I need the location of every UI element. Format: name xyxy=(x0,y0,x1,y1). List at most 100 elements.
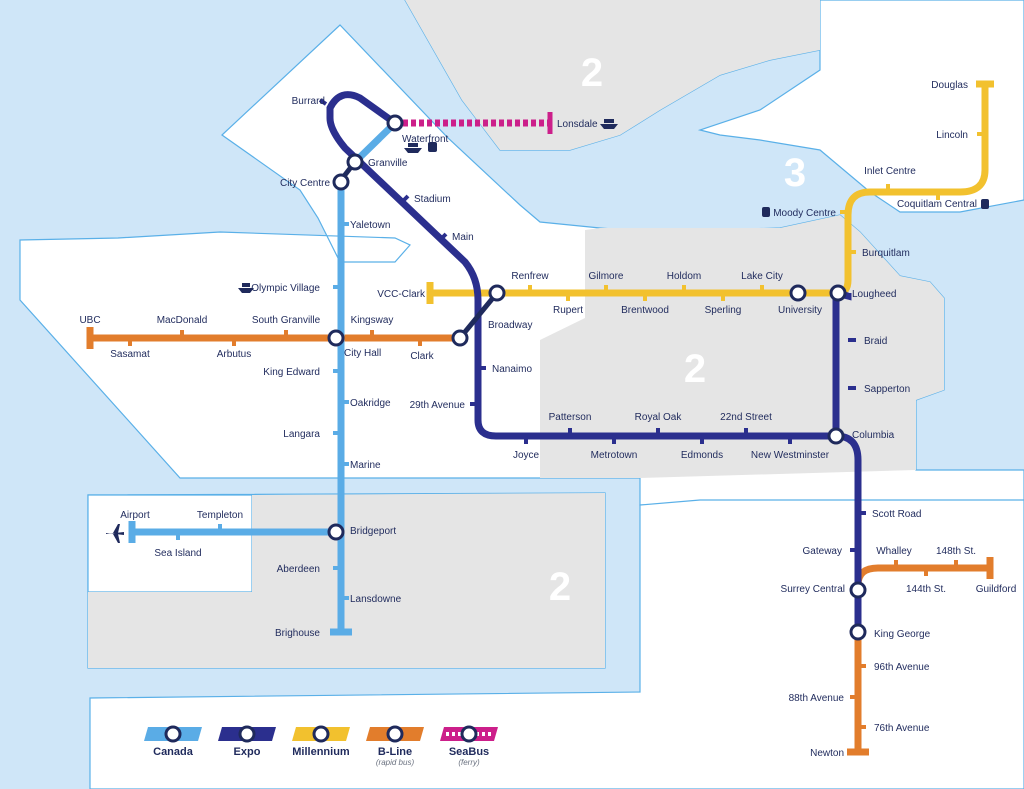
station-label: New Westminster xyxy=(751,450,830,461)
station-label: MacDonald xyxy=(157,315,208,326)
station-waterfront-marker[interactable] xyxy=(386,114,404,132)
station-university-marker[interactable] xyxy=(789,284,807,302)
station-label: Granville xyxy=(368,158,408,169)
station-label: Moody Centre xyxy=(773,208,836,219)
station-label: UBC xyxy=(79,315,100,326)
station-label: Guildford xyxy=(976,584,1017,595)
station-label: Newton xyxy=(810,748,844,759)
station-bridgeport-marker[interactable] xyxy=(327,523,345,541)
station-label: University xyxy=(778,305,822,316)
station-label: Douglas xyxy=(931,80,968,91)
zone-number: 2 xyxy=(581,51,603,95)
legend-label: Canada xyxy=(153,746,194,758)
station-label: 76th Avenue xyxy=(874,723,930,734)
station-label: 22nd Street xyxy=(720,412,772,423)
station-label: Yaletown xyxy=(350,220,390,231)
station-label: Oakridge xyxy=(350,398,391,409)
station-label: 29th Avenue xyxy=(410,400,466,411)
station-surrey-central-marker[interactable] xyxy=(849,581,867,599)
station-label: Marine xyxy=(350,460,381,471)
station-label: Burrard xyxy=(292,96,325,107)
bus-icon xyxy=(428,142,437,152)
legend-label: B-Line xyxy=(378,746,412,758)
station-label: VCC-Clark xyxy=(377,289,426,300)
airplane-icon xyxy=(106,524,124,543)
legend-label: Millennium xyxy=(292,746,350,758)
station-ticks xyxy=(128,98,985,729)
station-label: Scott Road xyxy=(872,509,921,520)
station-label: City Centre xyxy=(280,178,330,189)
station-label: Columbia xyxy=(852,430,895,441)
station-label: Sapperton xyxy=(864,384,910,395)
station-label: Nanaimo xyxy=(492,364,532,375)
station-broadway-marker[interactable] xyxy=(451,329,469,347)
station-label: Lake City xyxy=(741,271,783,282)
station-label: Renfrew xyxy=(511,271,549,282)
station-label: Templeton xyxy=(197,510,243,521)
station-label: Langara xyxy=(283,429,320,440)
station-label: Rupert xyxy=(553,305,583,316)
canada-line xyxy=(128,120,398,636)
station-label: Gateway xyxy=(803,546,842,557)
legend-item-seabus: SeaBus (ferry) xyxy=(440,725,498,767)
station-label: Patterson xyxy=(549,412,592,423)
legend-item-b-line: B-Line (rapid bus) xyxy=(366,725,424,767)
zone-number: 2 xyxy=(684,347,706,391)
station-label: Inlet Centre xyxy=(864,166,916,177)
ferry-icon xyxy=(238,283,254,293)
station-lougheed-marker[interactable] xyxy=(829,284,847,302)
station-king-george-marker[interactable] xyxy=(849,623,867,641)
station-label: Sasamat xyxy=(110,349,150,360)
station-label: Broadway xyxy=(488,320,532,331)
ferry-icon xyxy=(600,119,618,129)
station-label: Brighouse xyxy=(275,628,320,639)
station-label: Edmonds xyxy=(681,450,723,461)
station-columbia-marker[interactable] xyxy=(827,427,845,445)
b-line-ubc xyxy=(86,327,460,349)
station-label: Airport xyxy=(120,510,150,521)
station-city-centre-marker[interactable] xyxy=(332,173,350,191)
station-label: Holdom xyxy=(667,271,701,282)
station-label: King Edward xyxy=(263,367,320,378)
station-label: South Granville xyxy=(252,315,321,326)
station-label: Joyce xyxy=(513,450,540,461)
interchange-stations xyxy=(327,114,867,641)
station-label: Lougheed xyxy=(852,289,897,300)
station-label: Arbutus xyxy=(217,349,251,360)
station-label: Waterfront xyxy=(402,134,449,145)
station-label: Coquitlam Central xyxy=(897,199,977,210)
legend-label: SeaBus xyxy=(449,746,489,758)
station-granville-marker[interactable] xyxy=(346,153,364,171)
station-label: 148th St. xyxy=(936,546,976,557)
station-label: Gilmore xyxy=(588,271,623,282)
station-label: Sperling xyxy=(705,305,742,316)
zone-number: 2 xyxy=(549,565,571,609)
bus-icon xyxy=(981,199,989,209)
station-label: 144th St. xyxy=(906,584,946,595)
station-city-hall-marker[interactable] xyxy=(327,329,345,347)
legend-item-canada: Canada xyxy=(144,725,202,758)
station-label: Surrey Central xyxy=(781,584,845,595)
station-commercial-marker[interactable] xyxy=(488,284,506,302)
station-label: King George xyxy=(874,629,931,640)
ferry-icon xyxy=(404,143,422,153)
bus-icon xyxy=(762,207,770,217)
station-label: Brentwood xyxy=(621,305,669,316)
station-label: Lincoln xyxy=(936,130,968,141)
station-label: Stadium xyxy=(414,194,451,205)
station-label: 96th Avenue xyxy=(874,662,930,673)
station-label: Burquitlam xyxy=(862,248,910,259)
station-label: Clark xyxy=(410,351,434,362)
station-label: Main xyxy=(452,232,474,243)
legend-sublabel: (rapid bus) xyxy=(376,758,415,767)
legend-sublabel: (ferry) xyxy=(458,758,480,767)
legend-label: Expo xyxy=(234,746,261,758)
station-labels: Waterfront Burrard Granville City Centre… xyxy=(79,80,1016,759)
zone-number: 3 xyxy=(784,151,806,195)
station-label: Whalley xyxy=(876,546,912,557)
station-label: City Hall xyxy=(344,348,381,359)
zone-number: 3 xyxy=(744,617,766,661)
station-label: Lansdowne xyxy=(350,594,402,605)
station-label: Olympic Village xyxy=(251,283,320,294)
